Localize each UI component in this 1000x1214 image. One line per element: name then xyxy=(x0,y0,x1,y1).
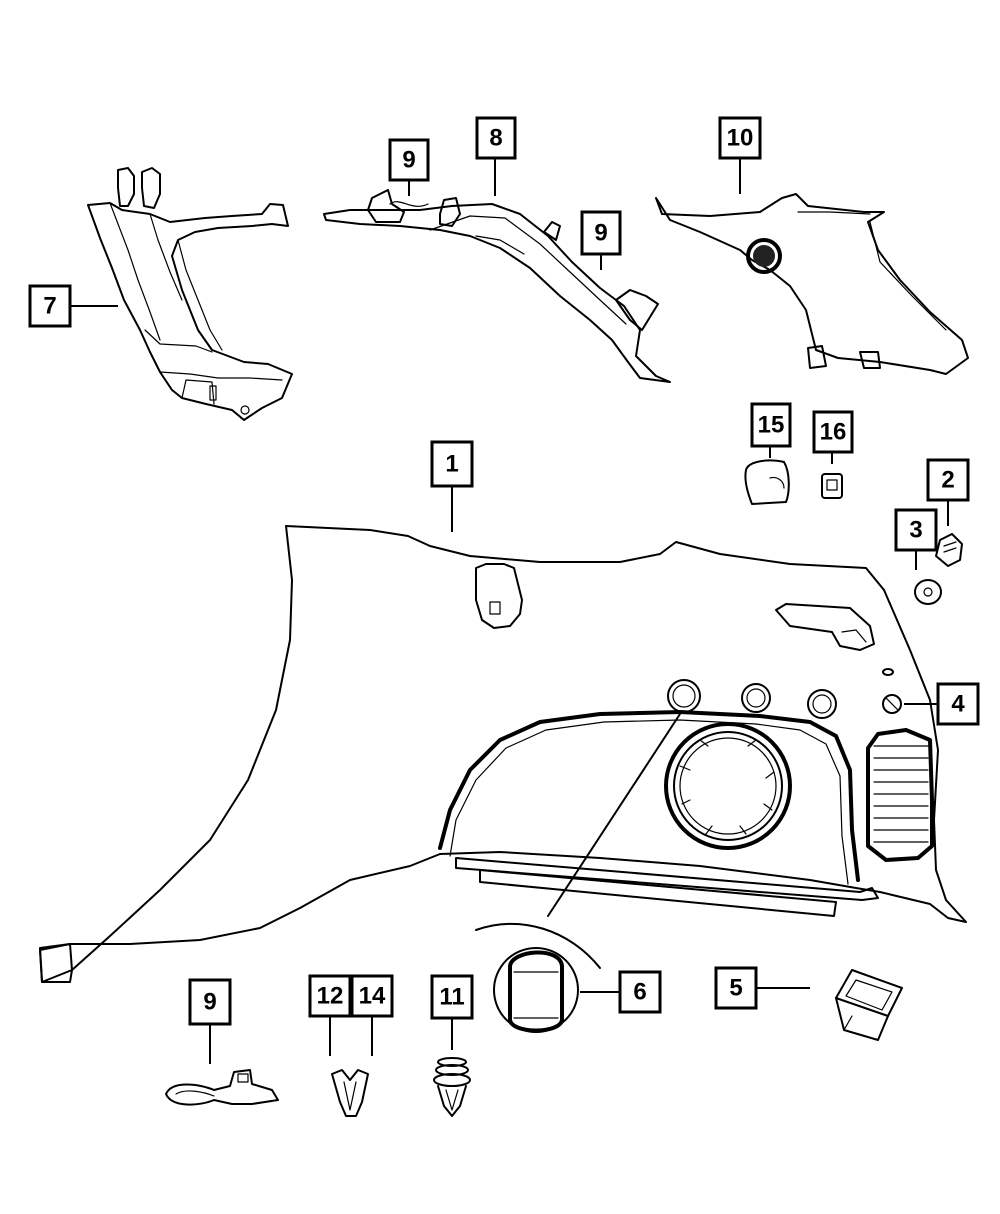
callout-10: 10 xyxy=(718,116,762,160)
part-7-pillar-trim xyxy=(87,167,293,421)
callout-9-top-left: 9 xyxy=(388,138,430,182)
callout-10-label: 10 xyxy=(727,125,754,152)
callout-8-label: 8 xyxy=(489,125,502,152)
part-1-quarter-trim-panel xyxy=(39,525,967,983)
callout-3: 3 xyxy=(894,508,938,552)
part-16-clip xyxy=(821,473,843,499)
callout-9-top-right: 9 xyxy=(580,210,622,256)
part-10-upper-quarter-trim xyxy=(655,193,969,375)
callout-8: 8 xyxy=(475,116,517,160)
callout-2-label: 2 xyxy=(941,467,954,494)
part-4-plug xyxy=(882,694,902,714)
part-15-cap xyxy=(744,459,790,505)
callout-4: 4 xyxy=(936,682,980,726)
callout-16: 16 xyxy=(812,410,854,454)
callout-9-bottom: 9 xyxy=(188,978,232,1026)
callout-11: 11 xyxy=(430,974,474,1020)
callout-6-label: 6 xyxy=(633,979,646,1006)
callout-9-bottom-label: 9 xyxy=(203,989,216,1016)
callout-9-top-right-label: 9 xyxy=(594,220,607,247)
callout-5-label: 5 xyxy=(729,975,742,1002)
callout-3-label: 3 xyxy=(909,517,922,544)
part-11-push-pin xyxy=(433,1057,471,1117)
part-3-nut xyxy=(914,579,942,605)
part-9-clip xyxy=(165,1069,279,1106)
callout-5: 5 xyxy=(714,966,758,1010)
callout-1-label: 1 xyxy=(445,451,458,478)
callout-16-label: 16 xyxy=(820,419,847,446)
callout-11-label: 11 xyxy=(439,984,464,1011)
callout-4-label: 4 xyxy=(951,691,965,718)
callout-15: 15 xyxy=(750,402,792,448)
callout-12-label: 12 xyxy=(317,983,344,1010)
air-vent xyxy=(866,728,934,862)
callout-15-label: 15 xyxy=(758,412,785,439)
callout-14-label: 14 xyxy=(359,983,386,1010)
subwoofer-opening xyxy=(664,722,792,850)
callout-9-top-left-label: 9 xyxy=(402,147,415,174)
part-6-grommet-detail xyxy=(475,713,681,1033)
callout-7: 7 xyxy=(28,284,72,328)
callout-14: 14 xyxy=(350,974,394,1018)
part-12-14-clip xyxy=(331,1069,369,1117)
grommet-holes xyxy=(667,679,837,719)
callout-12: 12 xyxy=(308,974,352,1018)
callout-2: 2 xyxy=(926,458,970,502)
part-5-storage-bin xyxy=(835,969,903,1041)
callout-1: 1 xyxy=(430,440,474,488)
part-2-fastener xyxy=(935,533,963,567)
part-8-header-trim xyxy=(323,189,671,383)
callout-6: 6 xyxy=(618,970,662,1014)
callout-7-label: 7 xyxy=(43,293,56,320)
